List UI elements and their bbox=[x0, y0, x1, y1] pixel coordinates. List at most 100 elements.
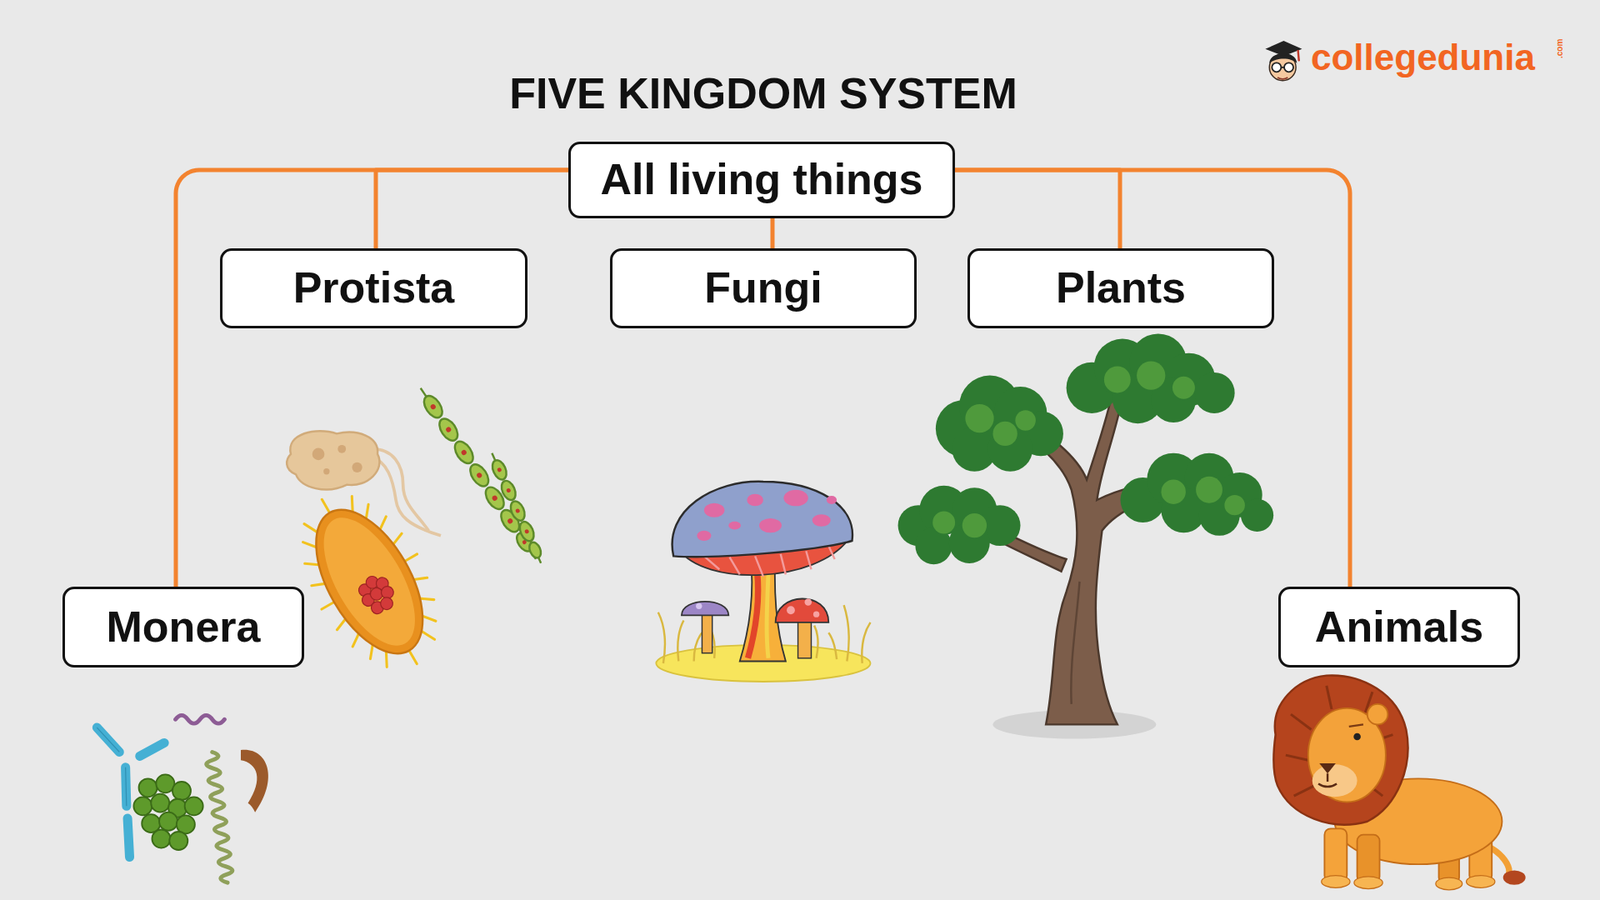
fungi-mushrooms bbox=[695, 603, 702, 610]
kingdom-box: Fungi bbox=[610, 248, 917, 329]
monera-bacteria bbox=[133, 774, 203, 850]
monera-bacteria bbox=[175, 715, 225, 724]
logo-text: collegedunia bbox=[1310, 36, 1535, 79]
protista-cells bbox=[420, 388, 536, 560]
protista-cells bbox=[460, 449, 467, 456]
animal-lion bbox=[1318, 773, 1337, 787]
protista-cells bbox=[516, 520, 536, 544]
plant-tree bbox=[1104, 366, 1131, 394]
protista-cells bbox=[505, 487, 511, 493]
fungi-mushrooms bbox=[748, 571, 759, 659]
logo-icon bbox=[1271, 62, 1281, 72]
monera-bacteria bbox=[185, 796, 204, 815]
kingdom-box: Monera bbox=[62, 586, 305, 668]
monera-bacteria bbox=[133, 796, 152, 815]
monera-bacteria bbox=[96, 715, 269, 883]
node-label: Fungi bbox=[704, 264, 823, 312]
kingdom-box: Protista bbox=[220, 248, 528, 329]
plant-tree bbox=[1015, 392, 1184, 725]
fungi-mushrooms bbox=[681, 601, 729, 616]
plant-tree bbox=[1136, 360, 1165, 390]
fungi-mushrooms bbox=[798, 617, 812, 659]
animal-lion bbox=[1324, 828, 1347, 882]
protista-cells bbox=[524, 528, 530, 534]
branch-line bbox=[375, 170, 569, 249]
logo-icon bbox=[1265, 40, 1302, 56]
plant-tree bbox=[1194, 372, 1235, 414]
protista-cells bbox=[445, 425, 452, 433]
protista-cells bbox=[369, 455, 441, 536]
fungi-mushrooms bbox=[766, 571, 769, 659]
animal-lion bbox=[1273, 675, 1408, 825]
fungi-mushrooms bbox=[775, 598, 830, 622]
animal-lion bbox=[1312, 764, 1358, 797]
plant-tree bbox=[1240, 499, 1274, 532]
protista-cells bbox=[323, 468, 330, 475]
animal-lion bbox=[1357, 835, 1380, 884]
fungi-mushrooms bbox=[672, 481, 853, 557]
fungi-mushrooms bbox=[783, 490, 808, 507]
monera-bacteria bbox=[125, 767, 127, 807]
protista-cells bbox=[351, 462, 362, 473]
protista-cells bbox=[490, 495, 498, 502]
protista-cells bbox=[506, 517, 514, 525]
logo-icon bbox=[1265, 40, 1302, 81]
logo-icon bbox=[1284, 62, 1294, 72]
protista-cells bbox=[420, 392, 446, 421]
branch-line bbox=[175, 170, 569, 587]
plant-tree bbox=[1015, 410, 1035, 430]
protista-cells bbox=[430, 403, 529, 545]
plant-tree bbox=[1224, 495, 1245, 515]
protista-cells bbox=[496, 467, 530, 535]
fungi-mushrooms bbox=[805, 598, 813, 606]
monera-bacteria bbox=[150, 794, 170, 813]
logo-icon bbox=[1277, 77, 1288, 80]
protista-cells bbox=[305, 503, 434, 660]
plant-tree bbox=[962, 513, 987, 538]
animal-lion bbox=[1435, 877, 1463, 890]
protista-cells bbox=[499, 478, 519, 502]
monera-bacteria bbox=[96, 727, 120, 752]
fungi-mushrooms bbox=[655, 481, 870, 682]
fungi-mushrooms bbox=[696, 530, 711, 541]
node-label: Protista bbox=[293, 264, 455, 312]
animal-lion bbox=[1321, 875, 1350, 889]
protista-cells bbox=[312, 448, 325, 461]
fungi-mushrooms bbox=[701, 612, 712, 654]
protista-cells bbox=[450, 438, 477, 467]
protista-cells bbox=[286, 430, 380, 490]
protista-cells bbox=[490, 458, 545, 560]
plant-tree bbox=[1172, 376, 1195, 400]
node-label: Animals bbox=[1315, 603, 1484, 651]
illustration-layer bbox=[96, 40, 1525, 890]
monera-bacteria bbox=[159, 812, 178, 831]
animal-lion bbox=[1354, 876, 1383, 890]
monera-bacteria bbox=[125, 767, 127, 807]
plant-tree bbox=[932, 360, 1245, 538]
protista-cells bbox=[430, 403, 437, 410]
protista-cells bbox=[420, 392, 536, 555]
branch-line bbox=[955, 170, 1350, 587]
protista-cells bbox=[475, 471, 483, 479]
plant-tree bbox=[898, 333, 1275, 739]
fungi-mushrooms bbox=[696, 490, 837, 541]
logo-suffix: .com bbox=[1555, 39, 1565, 59]
branch-line bbox=[955, 170, 1120, 249]
logo-icon bbox=[1280, 66, 1285, 69]
protista-cells bbox=[515, 508, 520, 514]
animal-lion bbox=[1349, 724, 1364, 726]
protista-cells bbox=[527, 540, 544, 560]
animal-lion bbox=[1367, 704, 1388, 725]
fungi-mushrooms bbox=[728, 521, 741, 530]
protista-cells bbox=[466, 460, 493, 490]
protista-cells bbox=[415, 384, 543, 564]
fungi-mushrooms bbox=[812, 514, 831, 527]
monera-bacteria bbox=[139, 778, 158, 797]
monera-bacteria bbox=[169, 831, 188, 850]
animal-lion bbox=[1353, 733, 1361, 741]
animal-lion bbox=[1273, 675, 1525, 890]
fungi-mushrooms bbox=[704, 503, 725, 518]
plant-tree bbox=[992, 421, 1017, 446]
